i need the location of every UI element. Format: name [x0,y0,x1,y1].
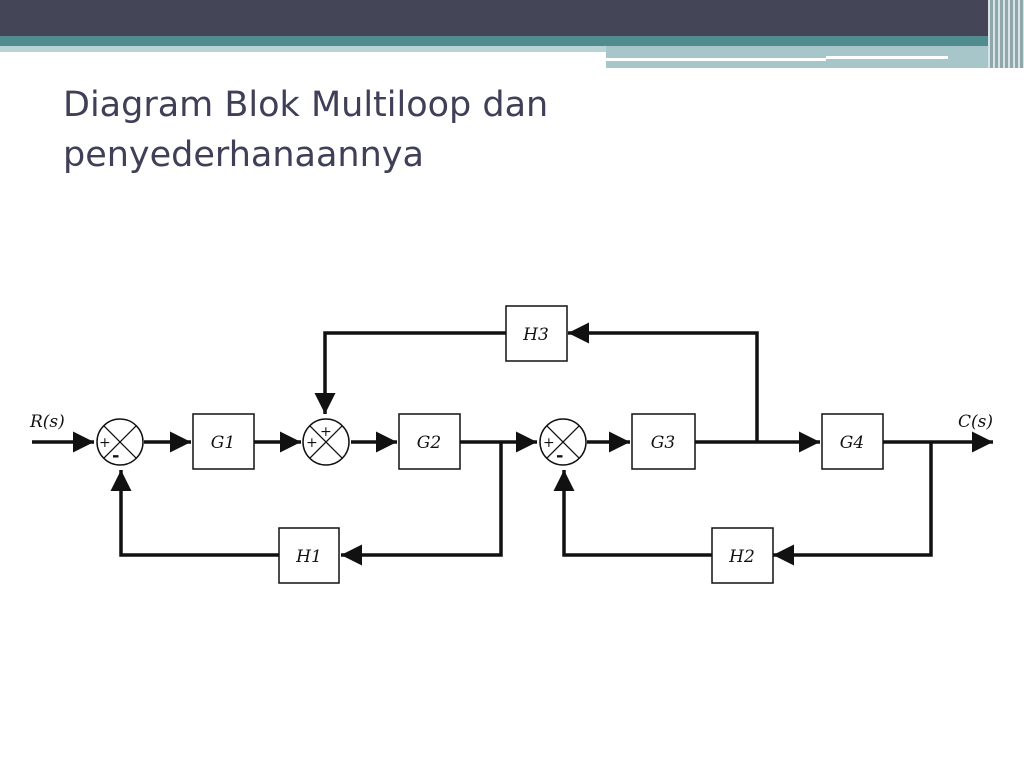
block-g1-label: G1 [211,433,235,453]
block-h2-label: H2 [728,547,755,567]
block-h1: H1 [278,527,340,584]
junction-2-input-sign: + [306,435,318,451]
junction-3-input-sign: + [543,435,555,451]
block-g2: G2 [398,413,461,470]
block-h1-label: H1 [295,547,322,567]
junction-1-input-sign: + [99,435,111,451]
feedback-path-to-h1 [341,442,503,566]
block-h2: H2 [711,527,774,584]
block-g4-label: G4 [840,433,864,453]
block-diagram: + - + + + - G1 G2 G3 G4 H1 H2 [29,305,993,584]
feedback-path-to-h2 [773,442,933,566]
header-edge-stripes [988,0,1024,68]
junction-1-feedback-sign: - [112,445,119,466]
feedback-path-h1-to-s1 [110,470,279,557]
signal-lines [32,322,993,566]
block-g4: G4 [821,413,884,470]
summing-junction-1: + - [96,418,144,466]
slide-title: Diagram Blok Multiloop dan penyederhanaa… [63,85,549,175]
summing-junction-2: + + [302,418,350,466]
summing-junction-3: + - [539,418,587,466]
input-signal-label: R(s) [29,412,65,432]
junction-2-feedback-sign: + [320,424,332,440]
block-g2-label: G2 [417,433,441,453]
output-signal-label: C(s) [958,412,993,432]
header-light-band [0,46,1024,52]
header-dark-bar [0,0,1024,36]
feedback-path-h3-to-s2 [314,331,506,414]
feedback-path-h2-to-s3 [553,470,712,557]
block-g3: G3 [631,413,696,470]
header-accent-line [826,56,948,59]
feedback-path-to-h3 [568,322,759,442]
block-h3: H3 [505,305,568,362]
header-teal-band [0,36,1024,46]
block-h3-label: H3 [522,325,549,345]
junction-3-feedback-sign: - [556,445,563,466]
header-accent-line [606,58,826,61]
block-g3-label: G3 [651,433,675,453]
block-g1: G1 [192,413,255,470]
header-right-tab [606,46,1024,68]
